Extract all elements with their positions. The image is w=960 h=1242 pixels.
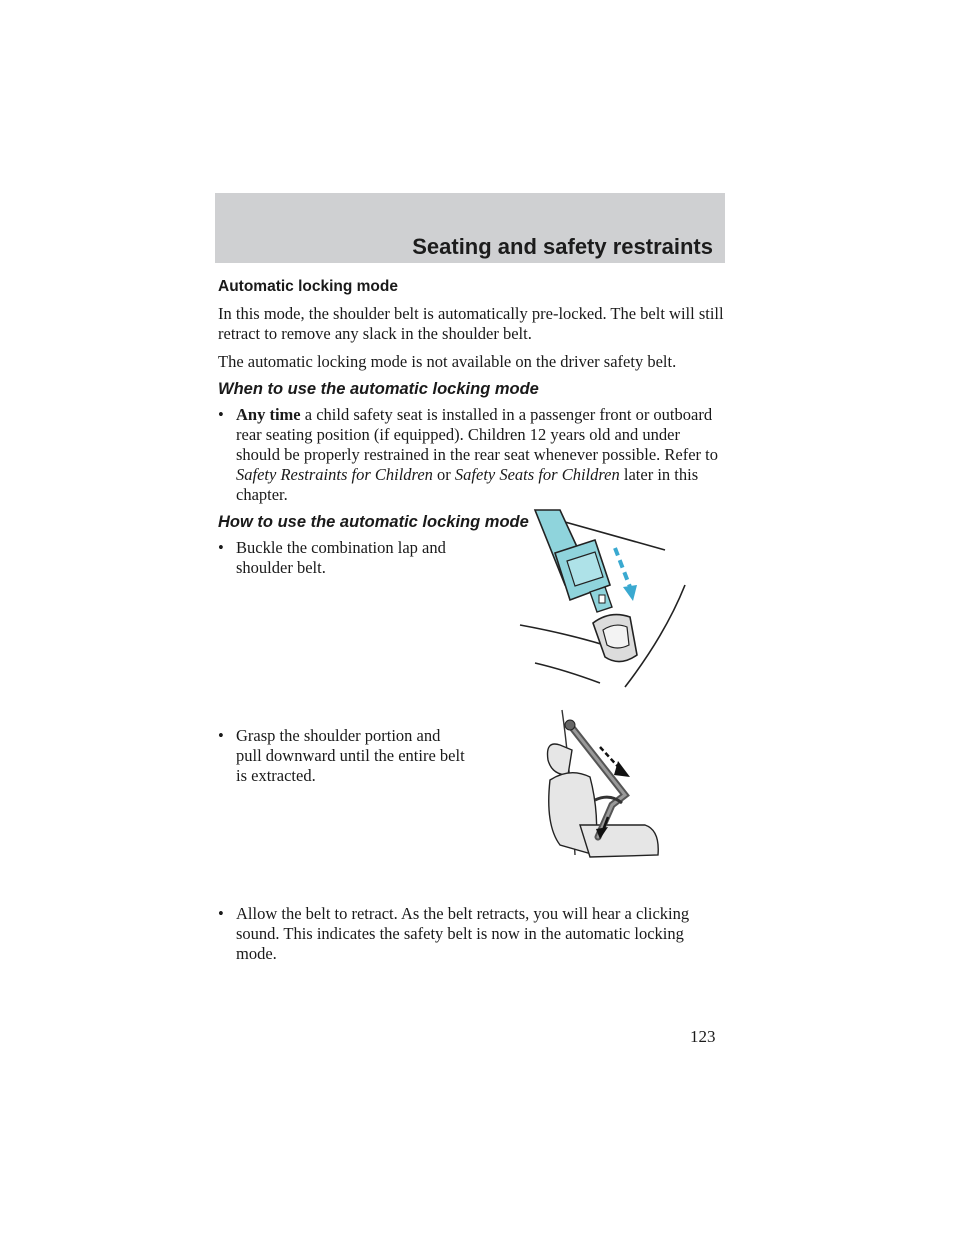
step-retract-text: Allow the belt to retract. As the belt r…: [236, 904, 690, 963]
bullet-dot: •: [218, 405, 224, 424]
intro-paragraph: In this mode, the shoulder belt is autom…: [218, 304, 724, 343]
safety-seats-reference: Safety Seats for Children: [454, 465, 620, 484]
or-word: or: [437, 465, 451, 484]
driver-note-paragraph: The automatic locking mode is not availa…: [218, 352, 677, 371]
when-bullet-body: a child safety seat is installed in a pa…: [236, 405, 718, 464]
bullet-dot: •: [218, 726, 224, 745]
step-buckle-text: Buckle the combination lap and shoulder …: [236, 538, 446, 577]
step-buckle: • Buckle the combination lap and shoulde…: [218, 538, 728, 718]
bullet-dot: •: [218, 904, 224, 923]
page-number: 123: [690, 1027, 716, 1046]
step-pull: • Grasp the shoulder portion and pull do…: [218, 726, 728, 896]
when-to-use-heading: When to use the automatic locking mode: [218, 380, 539, 398]
page-content: Automatic locking mode In this mode, the…: [218, 278, 728, 972]
how-to-use-heading: How to use the automatic locking mode: [218, 513, 529, 531]
any-time-label: Any time: [236, 405, 301, 424]
when-bullet-text: Any time a child safety seat is installe…: [236, 405, 728, 505]
step-retract: • Allow the belt to retract. As the belt…: [218, 904, 728, 964]
when-bullet: • Any time a child safety seat is instal…: [218, 405, 728, 505]
when-bullet-tail: later in this chapter.: [236, 465, 699, 504]
seatbelt-buckle-illustration: [519, 509, 686, 688]
chapter-header-band: Seating and safety restraints: [215, 193, 725, 263]
step-pull-text: Grasp the shoulder portion and pull down…: [236, 726, 465, 785]
safety-restraints-reference: Safety Restraints for Children: [236, 465, 433, 484]
automatic-locking-heading: Automatic locking mode: [218, 278, 398, 295]
seat-belt-pull-illustration: [546, 709, 659, 858]
chapter-title: Seating and safety restraints: [412, 234, 713, 259]
bullet-dot: •: [218, 538, 224, 557]
